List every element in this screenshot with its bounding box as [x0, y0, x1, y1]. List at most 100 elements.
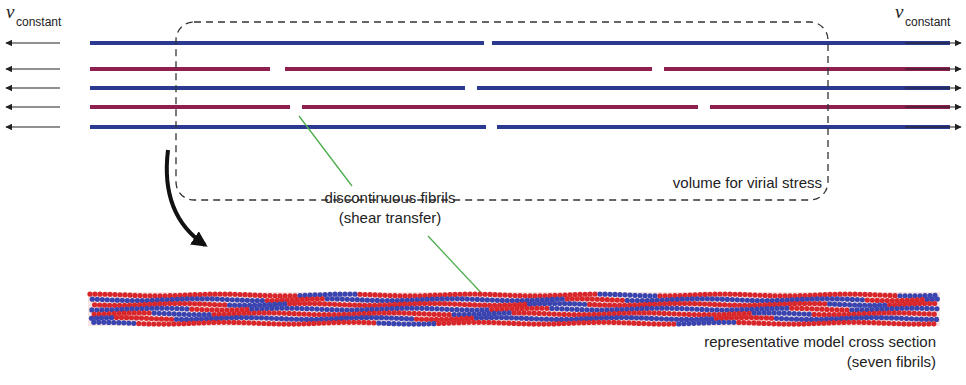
bead — [201, 320, 206, 325]
bead — [851, 320, 856, 325]
bead — [734, 315, 739, 320]
bead — [574, 307, 579, 312]
bead — [382, 293, 387, 298]
bead — [190, 296, 195, 301]
bead — [517, 310, 522, 315]
bead — [845, 297, 850, 302]
bead — [776, 321, 781, 326]
bead — [387, 310, 392, 315]
bead — [631, 321, 636, 326]
bead — [879, 315, 884, 320]
bead — [292, 301, 297, 306]
bead — [607, 303, 612, 308]
bead — [806, 321, 811, 326]
bead — [847, 302, 852, 307]
bead — [656, 321, 661, 326]
bead — [332, 292, 337, 297]
bead — [466, 320, 471, 325]
pull-arrow — [6, 42, 60, 43]
bead — [387, 293, 392, 298]
fibril — [90, 86, 465, 90]
bead — [745, 298, 750, 303]
bead — [149, 306, 154, 311]
bead — [141, 321, 146, 326]
bead — [587, 292, 592, 297]
bead — [722, 302, 727, 307]
bead — [102, 303, 107, 308]
bead — [705, 296, 710, 301]
bead — [419, 306, 424, 311]
bead — [432, 301, 437, 306]
bead — [109, 315, 114, 320]
bead — [519, 306, 524, 311]
bead — [562, 301, 567, 306]
bead — [687, 312, 692, 317]
bead — [682, 301, 687, 306]
bead — [460, 296, 465, 301]
bead — [799, 306, 804, 311]
bead — [495, 298, 500, 303]
bead — [802, 311, 807, 316]
bead — [301, 321, 306, 326]
bead — [437, 301, 442, 306]
bead — [729, 315, 734, 320]
bead — [600, 297, 605, 302]
bead — [534, 316, 539, 321]
bead — [392, 293, 397, 298]
bead — [297, 311, 302, 316]
bead — [450, 296, 455, 301]
bead — [906, 321, 911, 326]
bead — [351, 320, 356, 325]
bead — [234, 315, 239, 320]
bead — [429, 306, 434, 311]
bead — [857, 303, 862, 308]
bead — [732, 292, 737, 297]
bead — [815, 296, 820, 301]
bead — [897, 310, 902, 315]
bead — [220, 297, 225, 302]
bead — [247, 311, 252, 316]
bead — [542, 301, 547, 306]
fibril — [477, 86, 950, 90]
bead — [422, 311, 427, 316]
bead — [644, 306, 649, 311]
bead — [587, 302, 592, 307]
bead — [746, 320, 751, 325]
bead — [720, 297, 725, 302]
bead — [481, 320, 486, 325]
bead — [137, 293, 142, 298]
bead — [484, 315, 489, 320]
bead — [125, 298, 130, 303]
bead — [372, 311, 377, 316]
bead — [401, 321, 406, 326]
bead — [896, 321, 901, 326]
bead — [886, 321, 891, 326]
bead — [812, 312, 817, 317]
bead — [257, 293, 262, 298]
bead — [266, 321, 271, 326]
bead — [752, 292, 757, 297]
bead — [111, 320, 116, 325]
bead — [409, 306, 414, 311]
bead — [902, 293, 907, 298]
bead — [934, 306, 939, 311]
bead — [789, 306, 794, 311]
bead — [552, 311, 557, 316]
bead — [676, 321, 681, 326]
bead — [856, 320, 861, 325]
bead — [95, 297, 100, 302]
bead — [261, 321, 266, 326]
bead — [317, 301, 322, 306]
bead — [406, 321, 411, 326]
bead — [512, 310, 517, 315]
bead — [736, 320, 741, 325]
bead — [539, 306, 544, 311]
bead — [254, 315, 259, 320]
bead — [479, 315, 484, 320]
bead — [816, 321, 821, 326]
bead — [621, 320, 626, 325]
zoom-arrow — [167, 150, 205, 245]
bead — [336, 320, 341, 325]
bead — [267, 310, 272, 315]
bead — [320, 296, 325, 301]
